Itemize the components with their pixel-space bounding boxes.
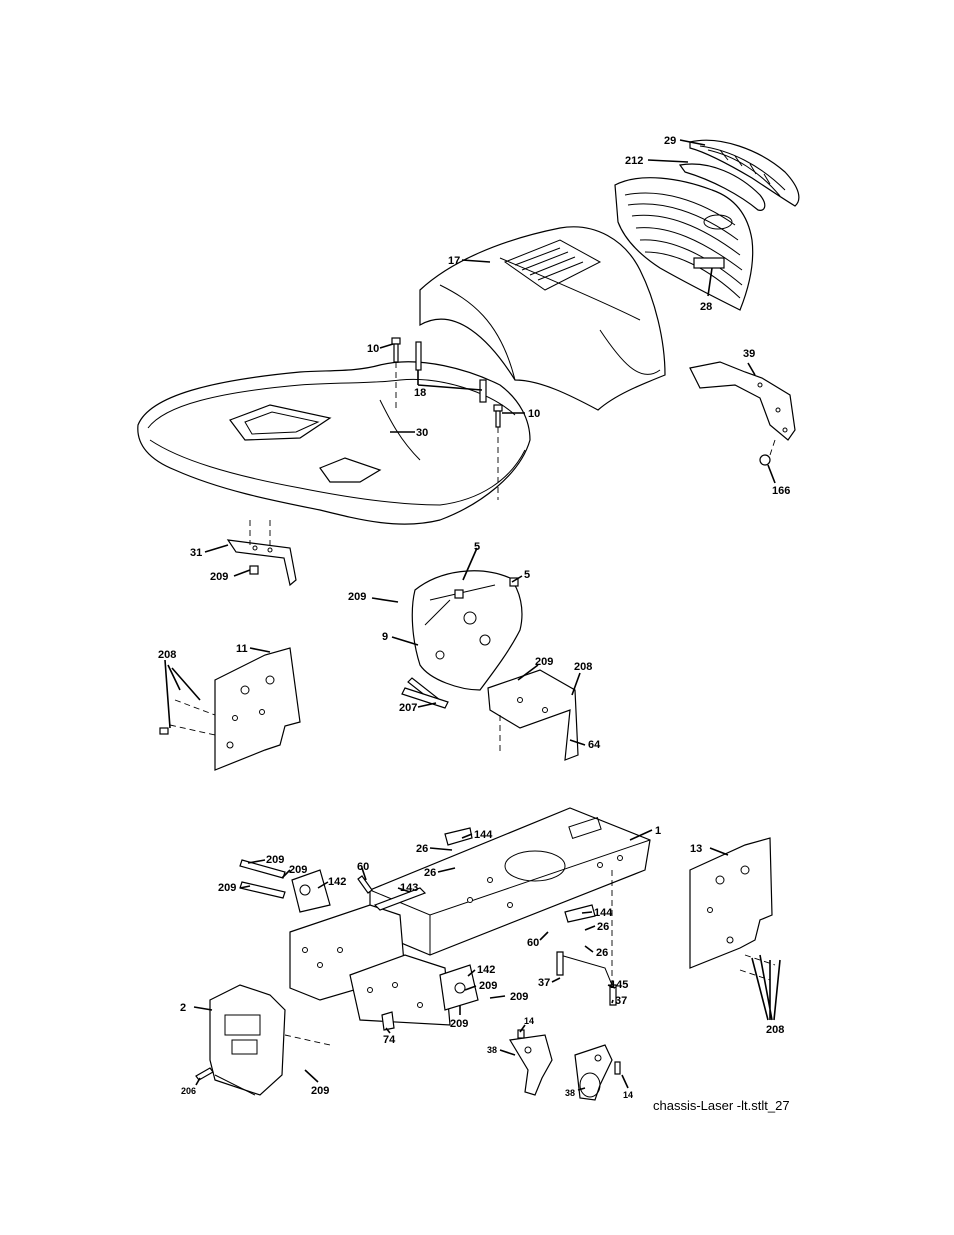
diagram-caption: chassis-Laser -lt.stlt_27 (653, 1098, 790, 1113)
side-panel-13 (690, 838, 775, 980)
callout-5-b: 5 (524, 569, 530, 581)
callout-60-b: 60 (527, 937, 539, 949)
callout-208-b: 208 (574, 661, 592, 673)
callout-142-a: 142 (328, 876, 346, 888)
callout-26-a: 26 (416, 843, 428, 855)
callout-30: 30 (416, 427, 428, 439)
callout-206: 206 (181, 1086, 196, 1096)
panel-64 (488, 670, 578, 760)
pin-18-a (416, 342, 421, 370)
front-plate-2 (210, 985, 330, 1095)
callout-207: 207 (399, 702, 417, 714)
callout-145: 145 (610, 979, 628, 991)
bolt-206 (196, 1068, 213, 1080)
callout-38-b: 38 (565, 1088, 575, 1098)
callout-143: 143 (400, 882, 418, 894)
callout-2: 2 (180, 1002, 186, 1014)
callout-14-a: 14 (524, 1016, 534, 1026)
callout-10-left: 10 (367, 343, 379, 355)
callout-28: 28 (700, 301, 712, 313)
callout-212: 212 (625, 155, 643, 167)
callout-209-b: 209 (348, 591, 366, 603)
callout-11: 11 (236, 643, 248, 655)
callout-13: 13 (690, 843, 702, 855)
callout-209-f: 209 (218, 882, 236, 894)
callout-37-a: 37 (538, 977, 550, 989)
callout-209-h: 209 (510, 991, 528, 1003)
lever-38-right (575, 1045, 620, 1100)
callout-209-i: 209 (450, 1018, 468, 1030)
seat-pan-30 (138, 362, 530, 524)
callout-209-e: 209 (289, 864, 307, 876)
callout-1: 1 (655, 825, 661, 837)
callout-10-right: 10 (528, 408, 540, 420)
callout-144-a: 144 (474, 829, 493, 841)
callout-18: 18 (414, 387, 426, 399)
lever-38-left (510, 1030, 552, 1095)
callout-31: 31 (190, 547, 202, 559)
bracket-144-upper (445, 828, 472, 845)
callout-209-j: 209 (311, 1085, 329, 1097)
bracket-39 (690, 362, 795, 465)
callout-39: 39 (743, 348, 755, 360)
callout-26-b: 26 (424, 867, 436, 879)
callout-9: 9 (382, 631, 388, 643)
callout-37-b: 37 (615, 995, 627, 1007)
callout-64: 64 (588, 739, 601, 751)
callout-208-c: 208 (766, 1024, 784, 1036)
callout-209-d: 209 (266, 854, 284, 866)
callout-26-d: 26 (596, 947, 608, 959)
bracket-74 (382, 1012, 394, 1030)
callout-29: 29 (664, 135, 676, 147)
dash-panel-9 (412, 571, 522, 690)
bracket-142-upper (292, 870, 330, 912)
callout-166: 166 (772, 485, 790, 497)
pin-18-b (480, 380, 486, 402)
bracket-144-lower (565, 905, 595, 922)
upper-assembly (138, 140, 799, 770)
callout-14-b: 14 (623, 1090, 633, 1100)
callout-208-a: 208 (158, 649, 176, 661)
lower-assembly (196, 808, 775, 1100)
callout-60-a: 60 (357, 861, 369, 873)
callout-38-a: 38 (487, 1045, 497, 1055)
side-panel-11 (160, 648, 300, 770)
callout-17: 17 (448, 255, 460, 267)
callout-144-b: 144 (594, 907, 613, 919)
callout-74: 74 (383, 1034, 396, 1046)
callout-209-a: 209 (210, 571, 228, 583)
callout-26-c: 26 (597, 921, 609, 933)
callout-209-c: 209 (535, 656, 553, 668)
callout-142-b: 142 (477, 964, 495, 976)
callout-5-a: 5 (474, 541, 480, 553)
callout-209-g: 209 (479, 980, 497, 992)
